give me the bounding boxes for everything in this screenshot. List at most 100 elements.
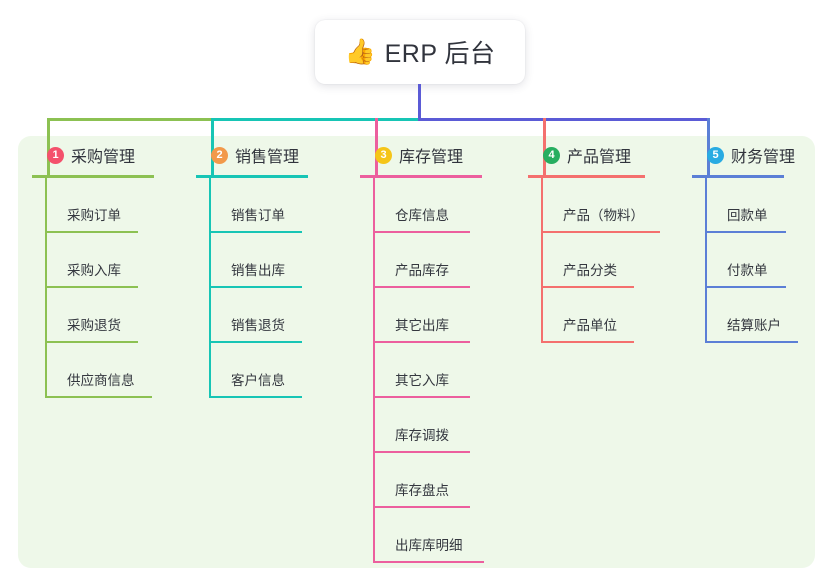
column-items: 回款单付款单结算账户 bbox=[692, 178, 822, 343]
list-item-rule bbox=[46, 286, 138, 288]
bus-segment-middle bbox=[211, 118, 420, 121]
list-item-rule bbox=[46, 341, 138, 343]
column-badge-2: 2 bbox=[211, 146, 228, 164]
list-item-rule bbox=[542, 231, 660, 233]
column-财务管理: 5 财务管理回款单付款单结算账户 bbox=[692, 142, 822, 343]
list-item-label: 产品（物料） bbox=[563, 208, 644, 223]
list-item[interactable]: 采购入库 bbox=[46, 233, 192, 288]
list-item-rule bbox=[374, 341, 470, 343]
thumbs-up-icon: 👍 bbox=[344, 37, 376, 66]
list-item-rule bbox=[374, 231, 470, 233]
list-item[interactable]: 产品库存 bbox=[374, 233, 520, 288]
column-header-3[interactable]: 3 库存管理 bbox=[360, 142, 520, 168]
list-item[interactable]: 采购订单 bbox=[46, 178, 192, 233]
drop-line-5 bbox=[707, 118, 710, 178]
column-销售管理: 2 销售管理销售订单销售出库销售退货客户信息 bbox=[196, 142, 346, 398]
list-item-label: 回款单 bbox=[727, 208, 768, 223]
column-badge-1: 1 bbox=[47, 146, 64, 164]
column-header-1[interactable]: 1 采购管理 bbox=[32, 142, 192, 168]
list-item-label: 其它出库 bbox=[395, 318, 449, 333]
list-item[interactable]: 库存调拨 bbox=[374, 398, 520, 453]
column-spine bbox=[45, 178, 47, 398]
column-spine bbox=[705, 178, 707, 343]
list-item-label: 其它入库 bbox=[395, 373, 449, 388]
list-item-rule bbox=[374, 451, 470, 453]
column-badge-3: 3 bbox=[375, 146, 392, 164]
column-title: 采购管理 bbox=[71, 149, 136, 166]
column-header-5[interactable]: 5 财务管理 bbox=[692, 142, 822, 168]
list-item-label: 结算账户 bbox=[727, 318, 781, 333]
list-item-rule bbox=[210, 231, 302, 233]
list-item-rule bbox=[374, 286, 470, 288]
diagram-panel bbox=[18, 136, 815, 568]
column-采购管理: 1 采购管理采购订单采购入库采购退货供应商信息 bbox=[32, 142, 192, 398]
list-item-label: 仓库信息 bbox=[395, 208, 449, 223]
list-item-label: 库存调拨 bbox=[395, 428, 449, 443]
column-spine bbox=[373, 178, 375, 563]
list-item-label: 销售退货 bbox=[231, 318, 285, 333]
column-title: 产品管理 bbox=[567, 149, 632, 166]
list-item-rule bbox=[46, 231, 138, 233]
root-node-card[interactable]: 👍 ERP 后台 bbox=[315, 20, 525, 84]
list-item-rule bbox=[542, 341, 634, 343]
list-item[interactable]: 销售出库 bbox=[210, 233, 346, 288]
column-title: 财务管理 bbox=[731, 149, 796, 166]
bus-segment-left bbox=[47, 118, 213, 121]
drop-line-3 bbox=[375, 118, 378, 178]
list-item-label: 采购入库 bbox=[67, 263, 121, 278]
list-item-rule bbox=[374, 396, 470, 398]
list-item-label: 销售出库 bbox=[231, 263, 285, 278]
column-header-2[interactable]: 2 销售管理 bbox=[196, 142, 346, 168]
list-item[interactable]: 产品（物料） bbox=[542, 178, 683, 233]
column-spine bbox=[541, 178, 543, 343]
list-item[interactable]: 客户信息 bbox=[210, 343, 346, 398]
list-item-rule bbox=[210, 286, 302, 288]
bus-segment-right bbox=[418, 118, 710, 121]
column-库存管理: 3 库存管理仓库信息产品库存其它出库其它入库库存调拨库存盘点出库库明细 bbox=[360, 142, 520, 563]
root-node-title: ERP 后台 bbox=[384, 40, 496, 68]
list-item-label: 付款单 bbox=[727, 263, 768, 278]
column-rule bbox=[360, 175, 482, 178]
list-item[interactable]: 其它出库 bbox=[374, 288, 520, 343]
list-item[interactable]: 采购退货 bbox=[46, 288, 192, 343]
column-items: 仓库信息产品库存其它出库其它入库库存调拨库存盘点出库库明细 bbox=[360, 178, 520, 563]
list-item-rule bbox=[210, 396, 302, 398]
list-item[interactable]: 库存盘点 bbox=[374, 453, 520, 508]
list-item-label: 销售订单 bbox=[231, 208, 285, 223]
list-item[interactable]: 销售退货 bbox=[210, 288, 346, 343]
list-item-rule bbox=[706, 286, 786, 288]
list-item-rule bbox=[542, 286, 634, 288]
list-item-label: 产品分类 bbox=[563, 263, 617, 278]
list-item[interactable]: 销售订单 bbox=[210, 178, 346, 233]
list-item[interactable]: 出库库明细 bbox=[374, 508, 520, 563]
column-spine bbox=[209, 178, 211, 398]
list-item-rule bbox=[374, 561, 484, 563]
list-item[interactable]: 回款单 bbox=[706, 178, 822, 233]
list-item[interactable]: 结算账户 bbox=[706, 288, 822, 343]
list-item-rule bbox=[46, 396, 152, 398]
list-item-label: 客户信息 bbox=[231, 373, 285, 388]
list-item[interactable]: 产品分类 bbox=[542, 233, 683, 288]
column-title: 销售管理 bbox=[235, 149, 300, 166]
list-item[interactable]: 其它入库 bbox=[374, 343, 520, 398]
list-item[interactable]: 付款单 bbox=[706, 233, 822, 288]
column-items: 销售订单销售出库销售退货客户信息 bbox=[196, 178, 346, 398]
trunk-line bbox=[418, 84, 421, 121]
column-rule bbox=[196, 175, 308, 178]
list-item[interactable]: 产品单位 bbox=[542, 288, 683, 343]
column-items: 采购订单采购入库采购退货供应商信息 bbox=[32, 178, 192, 398]
list-item-label: 库存盘点 bbox=[395, 483, 449, 498]
list-item[interactable]: 仓库信息 bbox=[374, 178, 520, 233]
column-items: 产品（物料） 产品分类产品单位 bbox=[528, 178, 683, 343]
list-item-rule bbox=[210, 341, 302, 343]
column-rule bbox=[528, 175, 645, 178]
list-item-label: 产品单位 bbox=[563, 318, 617, 333]
column-title: 库存管理 bbox=[399, 149, 464, 166]
list-item[interactable]: 供应商信息 bbox=[46, 343, 192, 398]
drop-line-4 bbox=[543, 118, 546, 178]
drop-line-1 bbox=[47, 118, 50, 178]
column-badge-5: 5 bbox=[707, 146, 724, 164]
